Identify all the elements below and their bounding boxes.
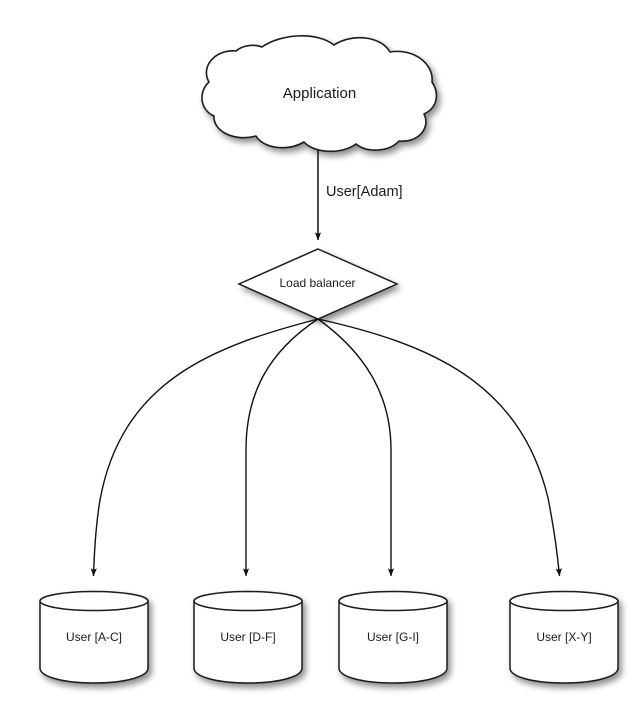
node-cloud-application[interactable] <box>201 35 438 153</box>
node-cylinder-0[interactable] <box>39 590 149 684</box>
edge-to-db-0 <box>90 318 319 577</box>
node-cylinder-3[interactable] <box>509 590 619 684</box>
node-diamond-load-balancer[interactable] <box>237 248 399 320</box>
node-cylinder-1[interactable] <box>193 590 303 684</box>
edge-to-db-1 <box>242 318 319 577</box>
node-cylinder-2[interactable] <box>338 590 448 684</box>
edges-balancer-to-databases <box>90 318 562 577</box>
edge-to-db-2 <box>317 318 395 577</box>
edge-to-db-3 <box>317 318 562 577</box>
